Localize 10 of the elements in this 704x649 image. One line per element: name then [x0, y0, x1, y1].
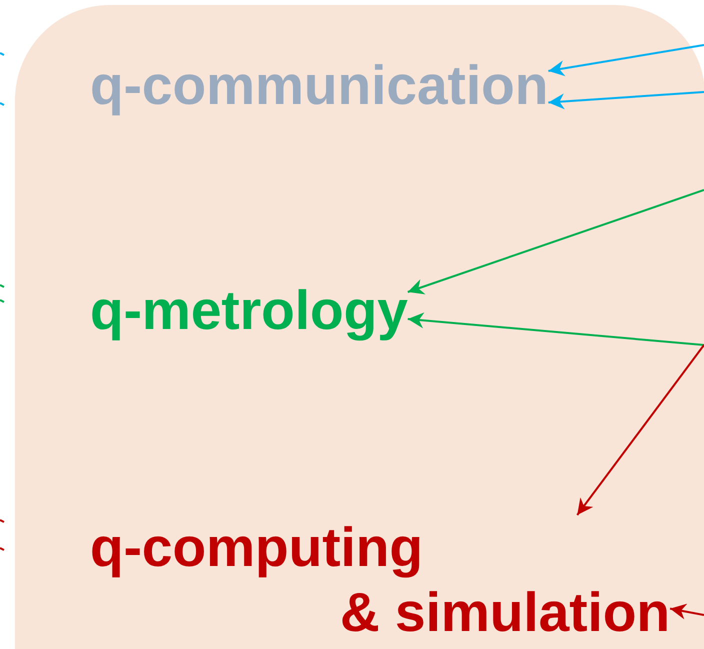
topic-label: q-metrology [90, 280, 408, 340]
topic-label: q-computing & simulation [90, 515, 670, 645]
arrow [670, 604, 704, 620]
topic-label: q-communication [90, 50, 548, 120]
arrow [548, 91, 704, 110]
arrow [576, 344, 704, 516]
arrow [408, 312, 704, 346]
arrow [407, 189, 704, 294]
arrow [548, 44, 704, 76]
rounded-panel [15, 5, 704, 649]
